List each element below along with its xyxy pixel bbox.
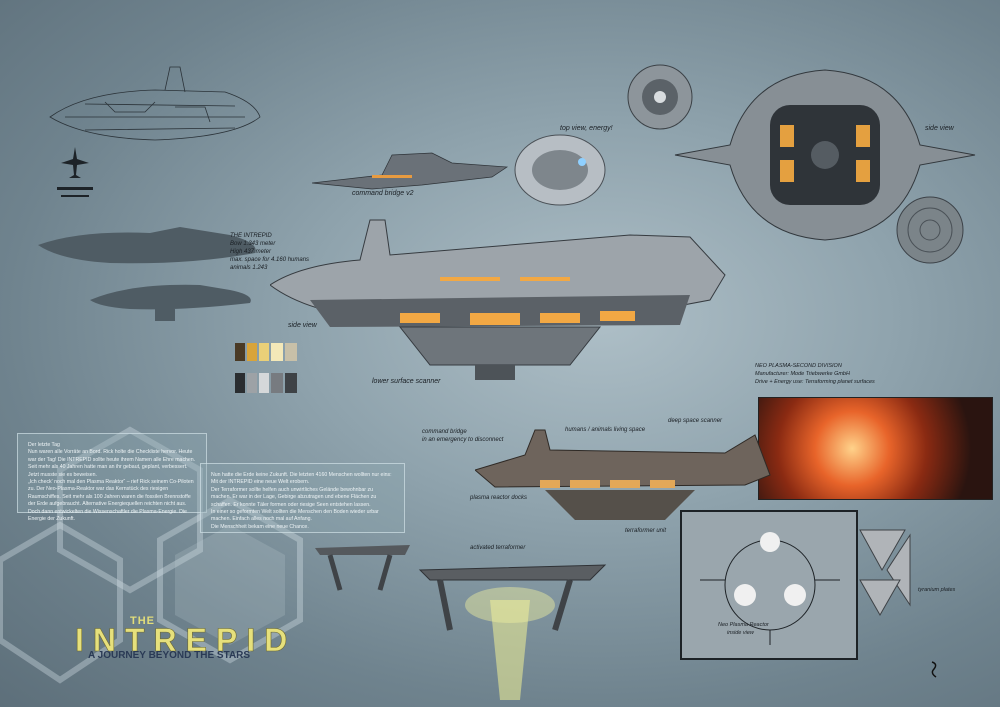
story-left-p3: „Ich check' noch mal den Plasma Reaktor“… bbox=[28, 479, 194, 523]
reactor-spec-manufacturer: Manufacturer: Mode Triebwerke GmbH bbox=[755, 371, 850, 377]
reactor-specs: NEO PLASMA-SECOND DIVISION Manufacturer:… bbox=[755, 362, 875, 386]
spec-animals: animals 1.243 bbox=[230, 265, 268, 271]
story-left-p2: Seit mehr als 40 Jahren hatte man an ihr… bbox=[28, 464, 188, 478]
ship-top-view bbox=[514, 134, 606, 206]
label-command-bridge-emergency: command bridge in an emergency to discon… bbox=[422, 429, 504, 443]
label-lower-surface-scanner: lower surface scanner bbox=[372, 378, 441, 385]
spec-length: Bow 1.343 meter bbox=[230, 241, 276, 247]
label-inside-view: inside view bbox=[727, 630, 754, 636]
story-right-p3: In einer so geformten Welt sollten die M… bbox=[211, 509, 379, 523]
ship-sketch-top bbox=[49, 66, 261, 141]
plate-disc bbox=[896, 196, 964, 264]
label-tyranium-plates: tyranium plates bbox=[918, 587, 956, 593]
reactor-inside-sketch bbox=[700, 532, 840, 645]
ship-specs: THE INTREPID Bow 1.343 meter High 437 me… bbox=[230, 232, 309, 272]
ship-brown-side-view bbox=[475, 429, 771, 520]
scale-silhouettes bbox=[57, 147, 93, 197]
reactor-spec-drive: Drive + Energy use: Terraforming planet … bbox=[755, 379, 875, 385]
label-side-view-top: side view bbox=[925, 125, 954, 132]
story-right-p4: Die Menschheit bekam eine neue Chance. bbox=[211, 523, 309, 530]
label-side-view: side view bbox=[288, 322, 317, 329]
logo-title: INTREPID bbox=[75, 622, 297, 659]
spec-capacity: max. space for 4.160 humans bbox=[230, 257, 310, 263]
story-left-p1: Nun waren alle Vorräte an Bord. Rick hol… bbox=[28, 449, 196, 463]
command-bridge-ship bbox=[312, 152, 509, 190]
artist-signature bbox=[931, 661, 937, 678]
label-command-bridge-v2: command bridge v2 bbox=[352, 190, 414, 197]
logo-the: THE bbox=[130, 615, 155, 627]
label-terraformer-unit: terraformer unit bbox=[625, 528, 667, 534]
ship-silhouettes bbox=[38, 227, 256, 321]
main-ship-side-view bbox=[270, 219, 726, 380]
reactor-sphere bbox=[627, 64, 693, 130]
spec-name: THE INTREPID bbox=[230, 233, 272, 239]
label-activated-terraformer: activated terraformer bbox=[470, 545, 526, 551]
ship-front-view bbox=[674, 69, 976, 241]
story-left-title: Der letzte Tag bbox=[28, 442, 60, 448]
color-swatches bbox=[235, 343, 297, 393]
label-top-view: top view, energy! bbox=[560, 125, 613, 132]
label-neo-plasma-reactor: Neo Plasma Reactor bbox=[718, 622, 769, 628]
label-plasma-reactor-docks: plasma reactor docks bbox=[470, 495, 528, 501]
label-humans-animals: humans / animals living space bbox=[565, 427, 646, 433]
reactor-explosion-image bbox=[758, 397, 993, 500]
tyranium-plates bbox=[859, 529, 911, 617]
spec-height: High 437 meter bbox=[230, 249, 272, 255]
reactor-spec-name: NEO PLASMA-SECOND DIVISION bbox=[755, 363, 842, 369]
story-right-p1: Nun hatte die Erde keine Zukunft. Die le… bbox=[211, 472, 392, 486]
story-box-right: Nun hatte die Erde keine Zukunft. Die le… bbox=[200, 463, 405, 533]
logo-subtitle: A JOURNEY BEYOND THE STARS bbox=[88, 650, 251, 661]
story-right-p2: Der Terraformer sollte helfen auch unwir… bbox=[211, 486, 377, 508]
terraformer-units bbox=[315, 545, 607, 700]
story-box-left: Der letzte Tag Nun waren alle Vorräte an… bbox=[17, 433, 207, 522]
label-deep-space-scanner: deep space scanner bbox=[668, 418, 723, 424]
